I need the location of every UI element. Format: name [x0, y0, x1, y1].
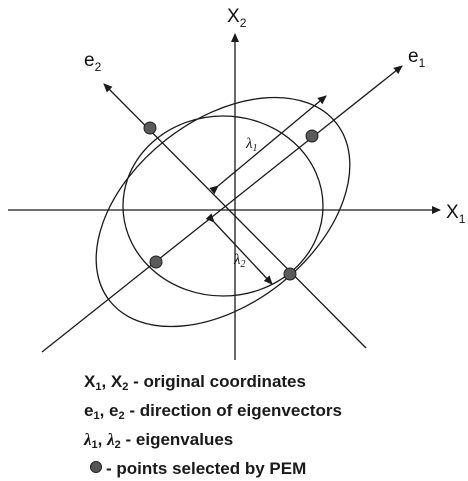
pem-point-icon — [90, 461, 102, 473]
e2-label: e2 — [84, 50, 102, 74]
lambda2-arrow — [205, 213, 273, 285]
lambda1-label: λ1 — [245, 136, 258, 154]
pem-point — [283, 267, 297, 281]
legend-row-points: - points selected by PEM — [84, 457, 342, 481]
pem-point — [143, 121, 157, 135]
e1-axis — [41, 65, 403, 353]
pem-point — [305, 129, 319, 143]
e1-label: e1 — [408, 46, 426, 70]
ellipse-rotated — [95, 96, 351, 328]
legend: X1, X2 - original coordinates e1, e2 - d… — [84, 370, 342, 481]
legend-row-coordinates: X1, X2 - original coordinates — [84, 372, 306, 393]
x1-label: X1 — [446, 202, 466, 226]
legend-row-eigenvectors: e1, e2 - direction of eigenvectors — [84, 401, 342, 422]
lambda1-arrow — [209, 95, 327, 195]
legend-row-eigenvalues: λ1, λ2 - eigenvalues — [84, 430, 234, 451]
pem-point — [149, 255, 163, 269]
x2-label: X2 — [227, 6, 247, 30]
lambda2-label: λ2 — [233, 252, 246, 270]
